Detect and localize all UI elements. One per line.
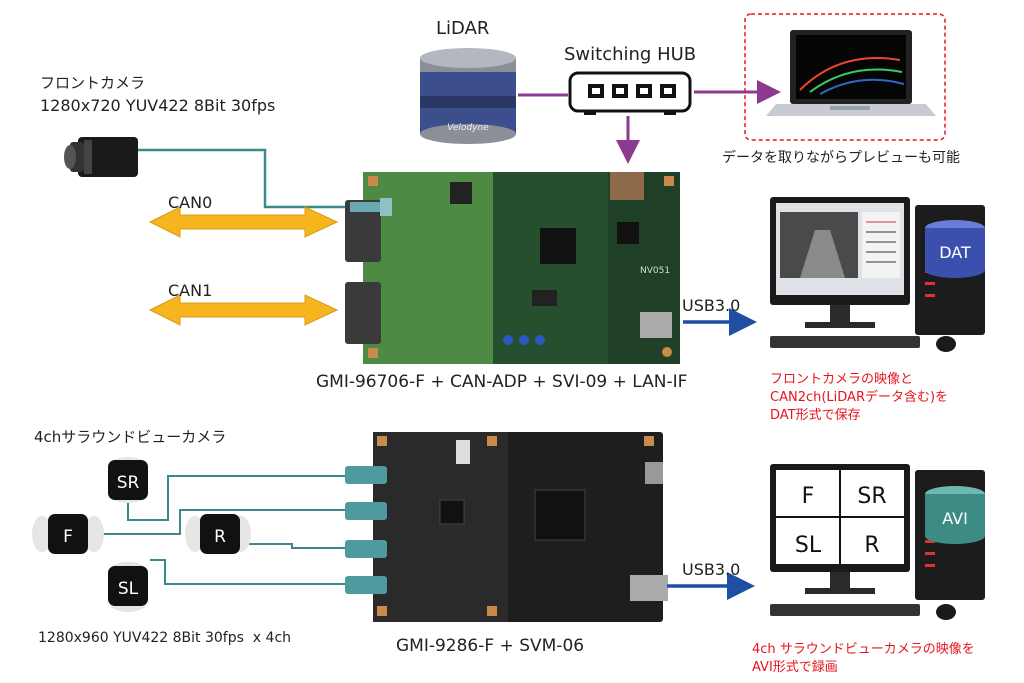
camera-r (185, 514, 251, 554)
board-gmi-96706 (345, 172, 680, 364)
surround-camera-spec: 1280x960 YUV422 8Bit 30fps x 4ch (38, 630, 292, 646)
lidar-icon (420, 48, 516, 144)
surround-camera-cables (92, 475, 345, 585)
board-gmi-9286 (345, 432, 668, 622)
camera-f (32, 514, 104, 554)
board-chip-label: NV051 (640, 266, 670, 276)
front-camera-cable (138, 148, 350, 209)
laptop-icon (766, 30, 936, 116)
save-note-top-line1: フロントカメラの映像と (770, 372, 914, 387)
camera-r-label: R (214, 527, 226, 547)
surround-title: 4chサラウンドビューカメラ (34, 428, 227, 446)
front-camera-spec: 1280x720 YUV422 8Bit 30fps (40, 96, 276, 115)
usb-label-bottom: USB3.0 (682, 560, 741, 579)
can0-arrow (148, 206, 339, 238)
front-camera-icon (64, 137, 138, 177)
desktop-pc-dat (770, 197, 985, 352)
preview-caption: データを取りながらプレビューも可能 (722, 150, 960, 166)
switching-hub-icon (568, 71, 692, 115)
monitor-quadrant-sl: SL (795, 533, 822, 558)
board-caption-top: GMI-96706-F + CAN-ADP + SVI-09 + LAN-IF (316, 372, 688, 392)
lidar-label: LiDAR (436, 18, 490, 39)
usb-label-top: USB3.0 (682, 296, 741, 315)
front-camera-title: フロントカメラ (40, 74, 146, 92)
pc-disk-label-avi: AVI (942, 509, 968, 528)
camera-sr-label: SR (117, 473, 140, 493)
save-note-bottom-line1: 4ch サラウンドビューカメラの映像を (752, 642, 975, 657)
monitor-quadrant-f: F (802, 484, 815, 509)
camera-sl (108, 562, 148, 612)
can1-arrow (148, 294, 339, 326)
can1-label: CAN1 (168, 281, 213, 300)
hub-label: Switching HUB (564, 44, 697, 65)
can0-label: CAN0 (168, 193, 213, 212)
save-note-bottom-line2: AVI形式で録画 (752, 660, 838, 675)
pc-disk-label-dat: DAT (939, 243, 971, 262)
camera-sr (108, 457, 148, 503)
monitor-quadrant-sr: SR (857, 484, 886, 509)
preview-box (744, 13, 946, 141)
camera-sl-label: SL (118, 579, 139, 599)
save-note-top-line3: DAT形式で保存 (770, 408, 861, 423)
desktop-pc-avi (770, 464, 985, 620)
camera-f-label: F (63, 527, 73, 547)
save-note-top-line2: CAN2ch(LiDARデータ含む)を (770, 390, 949, 405)
monitor-quadrant-r: R (864, 533, 879, 558)
lidar-brand: Velodyne (447, 123, 489, 133)
board-caption-bottom: GMI-9286-F + SVM-06 (396, 636, 585, 656)
